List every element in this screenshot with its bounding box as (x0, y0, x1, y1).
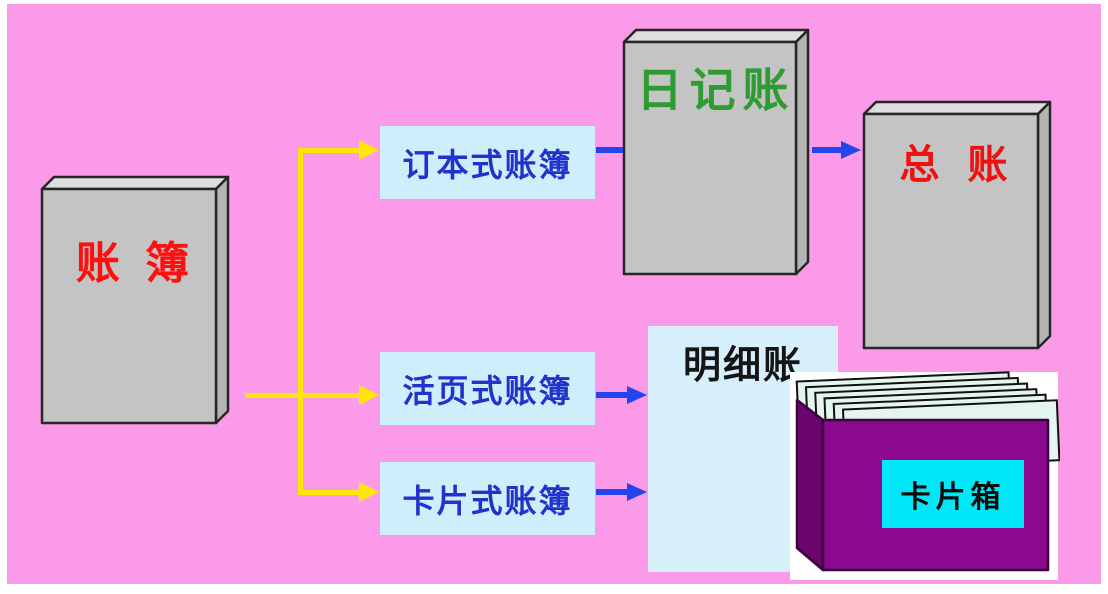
connector-root-horizontal-line (245, 393, 361, 398)
arrow-cardtype-to-subsidiary-head-icon (627, 483, 647, 501)
yellow-arrowhead-top-icon (359, 140, 379, 160)
book-graphic-icon (862, 100, 1052, 350)
branch-box-bound-ledger-label: 订本式账簿 (402, 145, 573, 184)
connector-root-vertical-line (298, 148, 303, 495)
slide-border-left (0, 0, 7, 594)
connector-branch-top-line (298, 148, 361, 153)
yellow-arrowhead-middle-icon (359, 385, 379, 405)
branch-box-card-ledger-label: 卡片式账簿 (402, 481, 573, 520)
book-graphic-icon (40, 175, 230, 425)
card-box-label: 卡片箱 (882, 460, 1024, 528)
slide-border-bottom (0, 584, 1108, 594)
branch-box-loose-leaf-ledger-label: 活页式账簿 (402, 371, 573, 410)
slide-border-right (1101, 0, 1108, 594)
slide-border-top (0, 0, 1108, 4)
subsidiary-ledger-label: 明细账 (682, 343, 803, 387)
general-ledger-book-label: 总 账 (899, 142, 1015, 188)
root-book-label: 账 簿 (75, 238, 195, 289)
root-account-book: 账 簿 (40, 175, 230, 425)
arrow-journal-to-general-line (812, 147, 843, 153)
book-graphic-icon (622, 28, 810, 276)
connector-branch-bottom-line (298, 490, 361, 495)
arrow-bound-to-journal-line (596, 147, 623, 153)
card-box-label-text: 卡片箱 (900, 480, 1006, 515)
arrow-looseleaf-to-subsidiary-line (596, 392, 629, 398)
arrow-looseleaf-to-subsidiary-head-icon (627, 386, 647, 404)
journal-book: 日记账 (622, 28, 810, 276)
arrow-journal-to-general-head-icon (841, 141, 861, 159)
branch-box-loose-leaf-ledger: 活页式账簿 (380, 352, 595, 425)
yellow-arrowhead-bottom-icon (359, 482, 379, 502)
general-ledger-book: 总 账 (862, 100, 1052, 350)
arrow-cardtype-to-subsidiary-line (596, 489, 629, 495)
journal-book-label: 日记账 (636, 63, 796, 117)
branch-box-bound-ledger: 订本式账簿 (380, 126, 595, 199)
branch-box-card-ledger: 卡片式账簿 (380, 462, 595, 535)
